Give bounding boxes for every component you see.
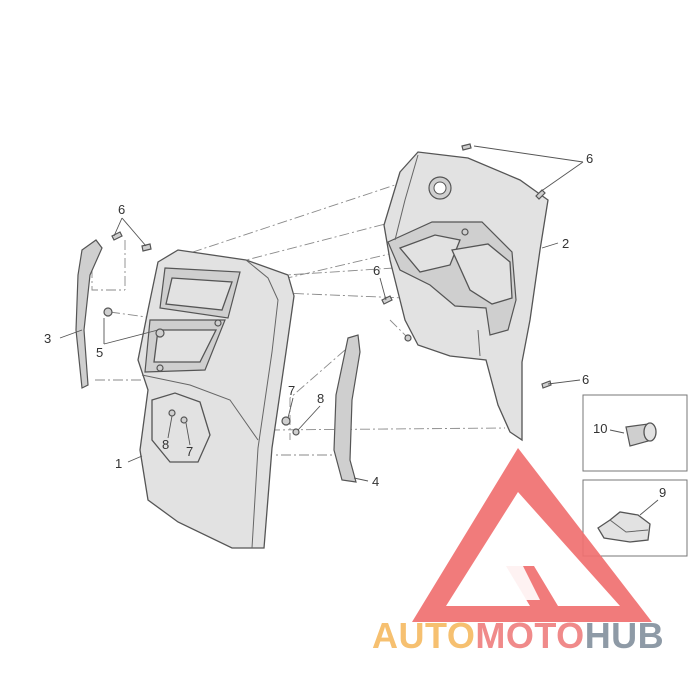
callout-6-bottom-right: 6 [582, 372, 589, 387]
callout-9: 9 [659, 485, 666, 500]
callout-numbers: 1 2 3 4 5 6 6 6 6 7 7 8 8 9 10 [44, 151, 666, 500]
inset-box-part-9 [582, 479, 688, 557]
left-trim-part-3 [75, 239, 103, 389]
callout-1: 1 [115, 456, 122, 471]
callout-6-top-right: 6 [586, 151, 593, 166]
watermark-logo [412, 448, 652, 622]
callout-8-upper: 8 [317, 391, 324, 406]
right-trim-part-4 [333, 334, 361, 483]
callout-7-lower: 7 [186, 444, 193, 459]
watermark-text: AUTOMOTOHUB [372, 615, 664, 656]
watermark-hub: HUB [585, 615, 665, 656]
callout-8-lower: 8 [162, 437, 169, 452]
callout-4: 4 [372, 474, 379, 489]
callout-5: 5 [96, 345, 103, 360]
callout-7-upper: 7 [288, 383, 295, 398]
inset-box-part-10 [582, 394, 688, 472]
callout-10: 10 [593, 421, 607, 436]
callout-3: 3 [44, 331, 51, 346]
watermark-moto: MOTO [475, 615, 584, 656]
callout-6-left: 6 [118, 202, 125, 217]
callout-6-middle: 6 [373, 263, 380, 278]
front-leg-shield-part-1 [137, 249, 295, 549]
hardware-screws [103, 143, 552, 436]
watermark-auto: AUTO [372, 615, 475, 656]
callout-2: 2 [562, 236, 569, 251]
inner-panel-part-2 [383, 151, 549, 442]
leader-lines [59, 145, 584, 482]
